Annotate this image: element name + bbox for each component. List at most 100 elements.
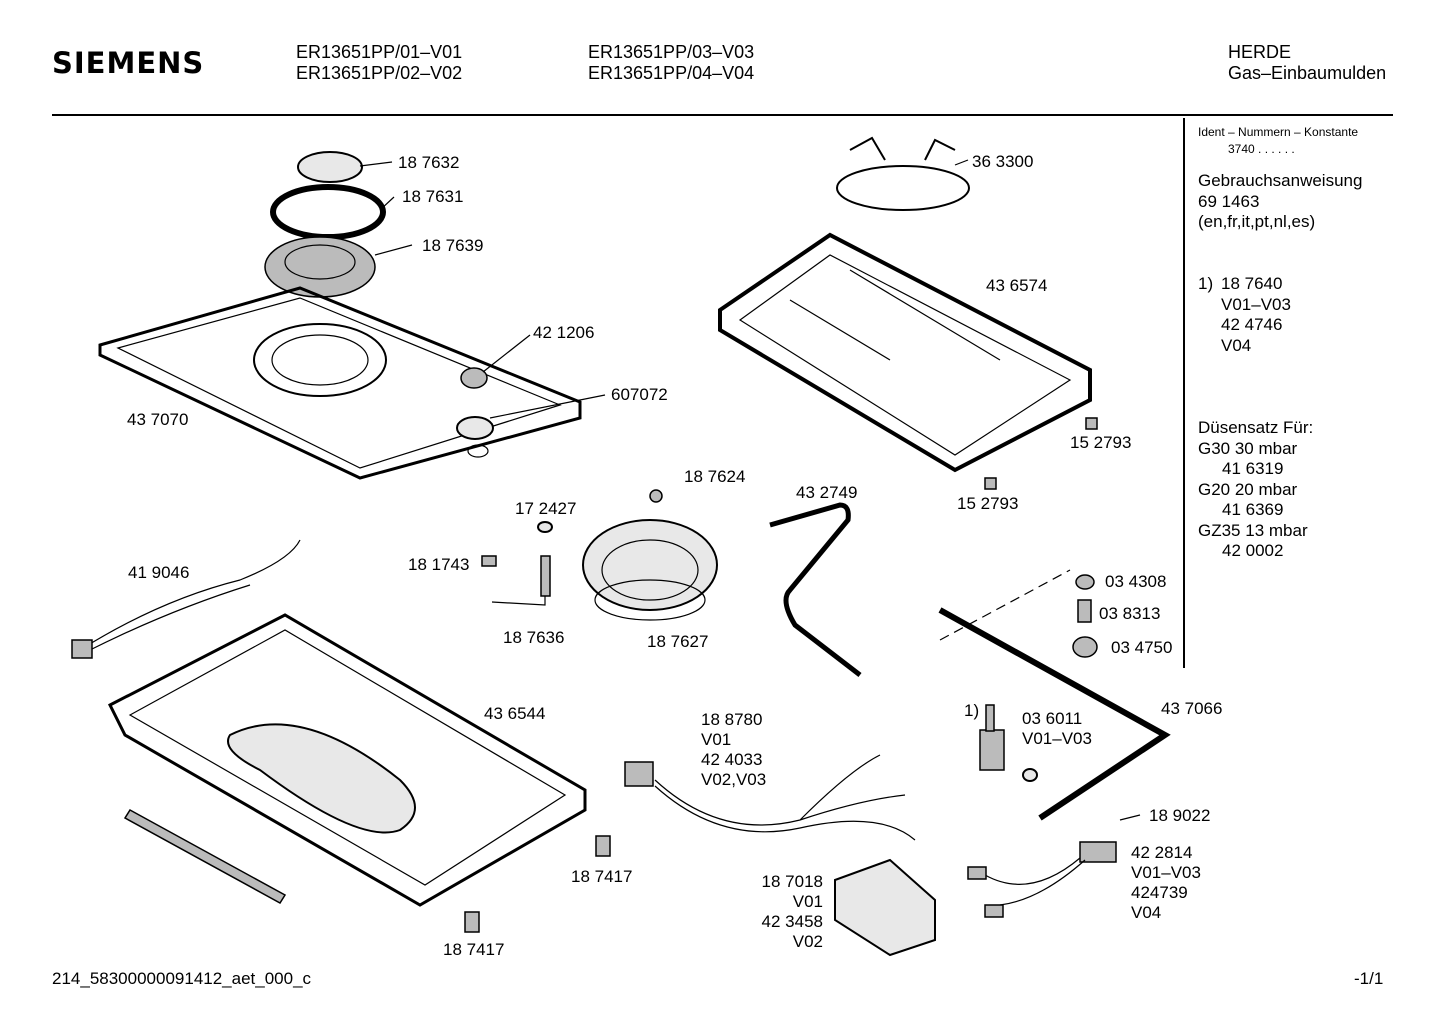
exploded-view-drawing (71, 136, 1171, 957)
grate-foot-shape (984, 477, 997, 490)
part-label: 18 7639 (422, 236, 484, 255)
burner-base-shape (582, 519, 718, 611)
part-label: 424739 (1131, 883, 1188, 902)
connector-shape (967, 866, 987, 880)
part-label: V02,V03 (701, 770, 767, 789)
nut-shape (1077, 599, 1092, 623)
part-label: 607072 (611, 385, 668, 404)
part-label: 15 2793 (1070, 433, 1132, 452)
part-label: 18 7631 (402, 187, 464, 206)
pan-support-ring-shape (836, 165, 970, 211)
part-label: 15 2793 (957, 494, 1019, 513)
note1-line: 18 7640 (1221, 274, 1283, 293)
model-numbers-a: ER13651PP/01–V01 ER13651PP/02–V02 (296, 42, 462, 84)
knob-bezel-shape (456, 416, 494, 440)
nozzle-line: 42 0002 (1222, 541, 1284, 560)
leader-lines (359, 159, 1141, 821)
washer-shape (537, 521, 553, 533)
note1-line: V04 (1221, 335, 1252, 355)
ignition-wire-shape (654, 754, 916, 841)
clip-shape (481, 555, 497, 567)
spark-module-shape (834, 858, 936, 957)
nozzle-line: GZ35 13 mbar (1198, 520, 1308, 540)
ident-value: 3740 . . . . . . (1228, 142, 1295, 156)
part-label: 36 3300 (972, 152, 1034, 171)
burner-cap-shape (297, 151, 363, 183)
subcategory: Gas–Einbaumulden (1228, 63, 1387, 83)
model-number: ER13651PP/03–V03 (588, 42, 755, 62)
knob-shape (460, 367, 488, 389)
part-label: V01–V03 (1022, 729, 1092, 748)
part-label: 43 7070 (127, 410, 189, 429)
part-label: 18 7627 (647, 632, 709, 651)
part-label: 03 8313 (1099, 604, 1161, 623)
part-label: 42 3458 (761, 912, 823, 931)
nut-shape (1072, 636, 1098, 658)
page-number: -1/1 (1354, 969, 1384, 988)
part-label: V04 (1131, 903, 1162, 922)
part-label: 43 7066 (1161, 699, 1223, 718)
part-label: 43 6574 (986, 276, 1048, 295)
part-label: V01 (701, 730, 732, 749)
clip-shape (595, 835, 611, 857)
connector-shape (984, 904, 1004, 918)
part-label: 18 7636 (503, 628, 565, 647)
screw-shape (649, 489, 663, 503)
part-label: 42 1206 (533, 323, 595, 342)
manual-languages: (en,fr,it,pt,nl,es) (1198, 212, 1316, 231)
connector-shape (71, 639, 93, 659)
model-number: ER13651PP/04–V04 (588, 63, 755, 83)
gas-pipe-shape (769, 502, 862, 677)
thermocouple-shape (540, 555, 551, 597)
part-label: 42 4033 (701, 750, 763, 769)
part-label: 18 7632 (398, 153, 460, 172)
header-rule (52, 114, 1393, 116)
grate-foot-shape (1085, 417, 1098, 430)
part-label-group: 18 7018 V01 42 3458 V02 (756, 872, 823, 952)
note1-line: V01–V03 (1221, 294, 1291, 314)
category-block: HERDE Gas–Einbaumulden (1228, 42, 1386, 84)
part-label: 18 7417 (571, 867, 633, 886)
part-note: 1) (964, 701, 980, 720)
long-pipe-shape (938, 607, 1171, 821)
side-panel-divider (1183, 118, 1185, 668)
manual-title: Gebrauchsanweisung (1198, 171, 1363, 190)
part-label: 18 9022 (1149, 806, 1211, 825)
nozzle-line: G30 30 mbar (1198, 438, 1298, 458)
hob-top-plate-shape (98, 286, 582, 480)
note1-label: 1) (1198, 274, 1214, 293)
part-label: 18 7417 (443, 940, 505, 959)
part-label: 18 7018 (761, 872, 823, 891)
manual-number: 69 1463 (1198, 191, 1260, 211)
part-label-group: 18 8780 V01 42 4033 V02,V03 (701, 710, 766, 790)
model-number: ER13651PP/02–V02 (296, 63, 463, 83)
part-label: 18 7624 (684, 467, 746, 486)
ring-shape (1022, 768, 1038, 782)
ident-title: Ident – Nummern – Konstante (1198, 125, 1359, 139)
ignition-connector-shape (624, 761, 654, 787)
document-id: 214_58300000091412_aet_000_c (52, 969, 312, 988)
nozzle-line: 41 6369 (1222, 500, 1284, 519)
nozzle-line: 41 6319 (1222, 459, 1284, 478)
nut-shape (1075, 574, 1095, 590)
part-label: 03 4750 (1111, 638, 1173, 657)
part-label: 03 4308 (1105, 572, 1167, 591)
burner-head-shape (264, 236, 376, 298)
gas-valve-shape (979, 729, 1005, 771)
part-label: 42 2814 (1131, 843, 1193, 862)
grate-shape (718, 232, 1092, 473)
part-label-group: 42 2814 V01–V03 424739 V04 (1131, 843, 1201, 923)
part-label: V01 (792, 892, 823, 911)
nozzle-block: Düsensatz Für: G30 30 mbar 41 6319 G20 2… (1198, 418, 1313, 562)
model-number: ER13651PP/01–V01 (296, 42, 463, 62)
base-tray-shape (107, 613, 587, 907)
burner-ring-shape (270, 184, 386, 240)
clip-shape (464, 911, 480, 933)
sealing-strip-shape (123, 809, 287, 904)
part-label: V01–V03 (1131, 863, 1201, 882)
ignition-switch-shape (1079, 841, 1117, 863)
note1-line: 42 4746 (1221, 315, 1283, 334)
part-label: 43 6544 (484, 704, 546, 723)
manual-block: Gebrauchsanweisung 69 1463 (en,fr,it,pt,… (1198, 171, 1362, 233)
cable-harness-shape (79, 539, 301, 651)
